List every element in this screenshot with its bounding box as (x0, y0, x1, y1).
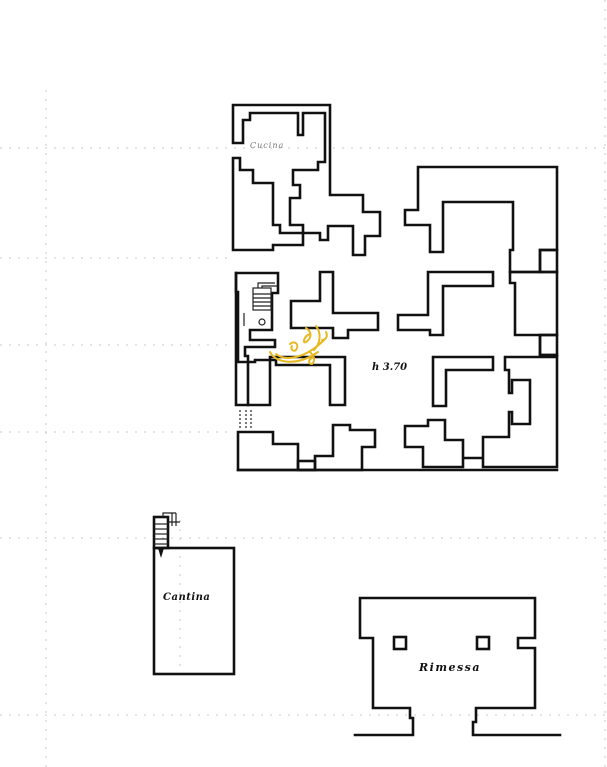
room-label-garage: Rimessa (419, 661, 481, 674)
room-middle-right-bay (508, 270, 559, 357)
wall-t-middle (289, 270, 380, 340)
room-lower-right (431, 355, 495, 408)
bay-bottom (538, 333, 559, 357)
garage-room (353, 596, 562, 737)
garage-pillar-right (475, 635, 491, 651)
room-middle-right (396, 270, 495, 337)
room-bottom-right-outer (403, 355, 559, 469)
cellar-staircase (152, 512, 180, 558)
room-label-kitchen: Cucina (250, 141, 285, 150)
garage-building (353, 596, 562, 737)
signature-logo-icon (269, 325, 328, 366)
bottom-threshold (296, 459, 317, 472)
height-annotation: h 3.70 (372, 362, 408, 373)
room-middle-left (234, 271, 347, 407)
cellar-building (152, 512, 236, 676)
garage-pillar-left (392, 635, 408, 651)
internal-staircase (243, 282, 278, 326)
room-top-left (231, 103, 382, 257)
cellar-room (152, 546, 236, 676)
room-middle-left-outer (234, 271, 250, 407)
dimension-ticks (239, 410, 252, 428)
main-building (231, 103, 559, 472)
bay-top (538, 248, 559, 274)
room-label-cellar: Cantina (163, 592, 211, 603)
room-top-right (403, 165, 559, 274)
room-bottom-left (236, 423, 377, 472)
room-top-left-lower (231, 156, 305, 252)
